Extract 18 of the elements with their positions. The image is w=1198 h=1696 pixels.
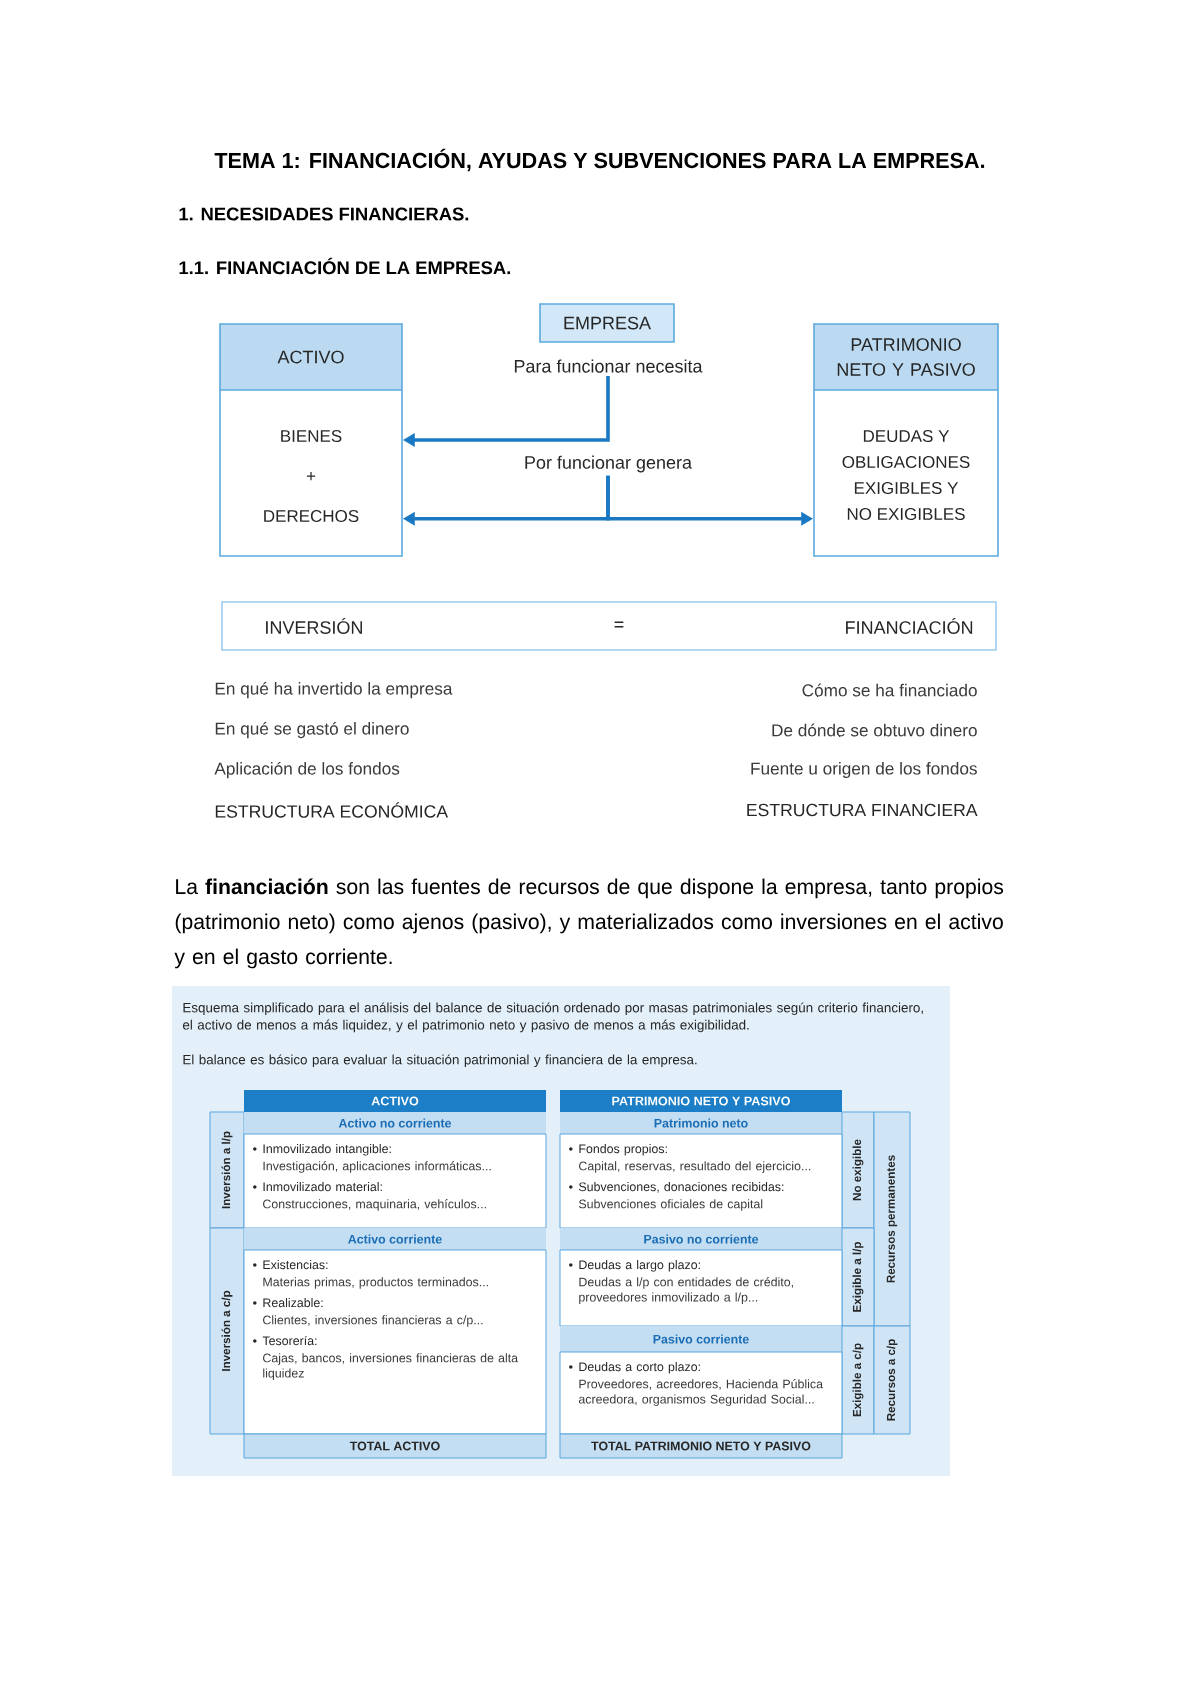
flow-text: Para funcionar necesita: [514, 359, 703, 373]
comparison-text: En qué se gastó el dinero: [215, 721, 409, 739]
account-box: PATRIMONIO NETO Y PASIVO DEUDAS Y OBLIGACIONES EXIGIBLES Y NO EXIGIBLES: [813, 323, 999, 557]
company-box: EMPRESA: [539, 303, 675, 343]
paragraph: La financiación son las fuentes de recursos de que dispone la empresa, tanto propios (patrimonio neto) como ajenos (pasivo), y materializados como inversiones en el activo y en el gasto corriente.: [174, 878, 1004, 969]
section-heading: 1. NECESIDADES FINANCIERAS.: [179, 207, 469, 221]
comparison-text: En qué ha invertido la empresa: [215, 681, 453, 699]
section-heading: 1.1. FINANCIACIÓN DE LA EMPRESA.: [179, 257, 511, 275]
equation-box: INVERSIÓN = FINANCIACIÓN: [221, 601, 997, 651]
flow-text: Por funcionar genera: [525, 455, 692, 473]
comparison-text: Cómo se ha financiado: [802, 683, 977, 697]
account-box: ACTIVO BIENES + DERECHOS: [219, 323, 403, 557]
comparison-text: ESTRUCTURA ECONÓMICA: [215, 802, 449, 818]
page-title: TEMA 1: FINANCIACIÓN, AYUDAS Y SUBVENCIONES PARA LA EMPRESA.: [214, 148, 985, 172]
comparison-text: ESTRUCTURA FINANCIERA: [747, 803, 978, 817]
comparison-text: Fuente u origen de los fondos: [751, 762, 977, 779]
comparison-text: De dónde se obtuvo dinero: [772, 723, 977, 737]
comparison-text: Aplicación de los fondos: [214, 761, 400, 779]
